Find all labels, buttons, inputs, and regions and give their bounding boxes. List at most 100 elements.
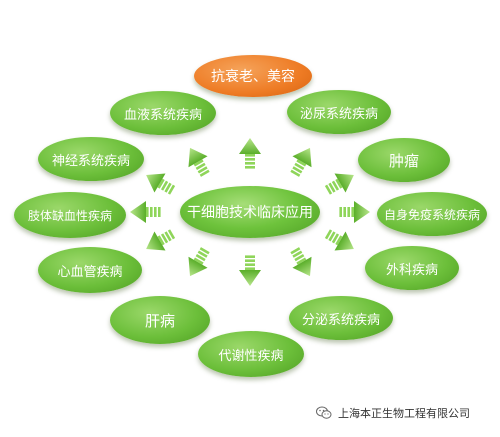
arrow-head (239, 270, 261, 286)
arrow-stripe (245, 267, 255, 270)
node-urinary-label: 泌尿系统疾病 (299, 106, 378, 122)
arrow-surgical (324, 229, 354, 251)
arrow-immune (339, 201, 370, 223)
node-immune-label: 自身免疫系统疾病 (383, 207, 480, 222)
arrow-stripe (290, 169, 301, 177)
node-liver-label: 肝病 (144, 311, 175, 330)
node-urinary: 泌尿系统疾病 (287, 90, 391, 134)
arrow-stripe (331, 180, 340, 191)
arrow-stripe (292, 166, 303, 174)
arrow-stripe (328, 182, 336, 193)
node-blood-label: 血液系统疾病 (123, 107, 202, 123)
node-nervous-label: 神经系统疾病 (51, 153, 130, 169)
node-liver: 肝病 (110, 296, 210, 344)
node-anti-aging: 抗衰老、美容 (194, 55, 312, 97)
wechat-icon (316, 406, 332, 419)
arrow-head (146, 231, 166, 251)
arrow-tumor (324, 173, 354, 195)
arrow-stripe (199, 247, 210, 255)
node-blood: 血液系统疾病 (110, 91, 216, 135)
arrow-stripe (157, 235, 165, 246)
footer-watermark: 上海本正生物工程有限公司 (316, 405, 470, 421)
arrow-stripe (343, 207, 346, 217)
node-endocrine-label: 分泌系统疾病 (301, 312, 380, 328)
arrow-stripe (195, 254, 206, 262)
arrow-cardio (146, 229, 176, 251)
node-limb-ischemia-label: 肢体缺血性疾病 (27, 208, 112, 223)
node-metabolic: 代谢性疾病 (198, 331, 304, 377)
arrow-stripe (245, 162, 255, 165)
arrow-head (292, 256, 312, 277)
arrow-stripe (160, 233, 169, 244)
arrow-stripe (197, 250, 208, 258)
arrow-head (334, 173, 354, 193)
center-node: 干细胞技术临床应用 (180, 186, 320, 238)
arrow-stripe (154, 207, 157, 217)
arrow-urinary (290, 147, 312, 177)
arrow-head (239, 138, 261, 154)
arrow-stripe (339, 207, 342, 217)
arrow-stripe (160, 180, 169, 191)
arrow-head (130, 201, 146, 223)
arrow-stripe (245, 255, 255, 258)
node-surgical: 外科疾病 (365, 246, 459, 290)
arrow-stripe (292, 250, 303, 258)
arrow-stripe (164, 182, 172, 193)
arrow-stripe (294, 162, 305, 170)
arrow-stripe (296, 257, 307, 265)
arrow-stripe (335, 235, 343, 246)
arrow-nervous (146, 173, 176, 195)
node-tumor-label: 肿瘤 (388, 151, 419, 170)
arrow-limb-ischemia (130, 201, 161, 223)
node-metabolic-label: 代谢性疾病 (218, 348, 284, 364)
node-surgical-label: 外科疾病 (385, 262, 438, 278)
arrow-stripe (290, 247, 301, 255)
arrow-stripe (164, 231, 172, 242)
arrow-stripe (167, 229, 176, 240)
arrow-head (292, 147, 312, 168)
arrow-stripe (197, 166, 208, 174)
arrow-stripe (294, 254, 305, 262)
arrow-stripe (347, 207, 350, 217)
arrow-liver (188, 247, 210, 277)
arrow-stripe (324, 184, 333, 195)
arrow-stripe (335, 178, 343, 189)
arrow-stripe (193, 159, 204, 167)
node-cardio-label: 心血管疾病 (57, 264, 123, 280)
arrow-stripe (328, 231, 336, 242)
arrow-stripe (157, 178, 165, 189)
arrow-stripe (199, 169, 210, 177)
node-limb-ischemia: 肢体缺血性疾病 (14, 192, 126, 238)
node-nervous: 神经系统疾病 (38, 137, 144, 181)
arrow-anti-aging (239, 138, 261, 169)
node-immune: 自身免疫系统疾病 (377, 192, 487, 236)
arrow-stripe (245, 263, 255, 266)
arrow-stripe (195, 162, 206, 170)
center-node-label: 干细胞技术临床应用 (187, 205, 313, 221)
arrow-head (188, 147, 208, 168)
arrow-stripe (331, 233, 340, 244)
arrow-stripe (245, 259, 255, 262)
arrow-endocrine (290, 247, 312, 277)
arrow-stripe (193, 257, 204, 265)
arrow-stripe (296, 159, 307, 167)
arrow-stripe (150, 207, 153, 217)
node-cardio: 心血管疾病 (38, 247, 142, 293)
node-tumor: 肿瘤 (358, 138, 450, 182)
arrow-blood (188, 147, 210, 177)
arrow-head (146, 173, 166, 193)
arrow-stripe (245, 158, 255, 161)
arrow-head (188, 256, 208, 277)
arrow-stripe (245, 166, 255, 169)
footer-company-name: 上海本正生物工程有限公司 (338, 407, 470, 420)
arrow-metabolic (239, 255, 261, 286)
node-endocrine: 分泌系统疾病 (289, 296, 393, 340)
arrow-stripe (324, 229, 333, 240)
arrow-head (354, 201, 370, 223)
arrow-stripe (351, 207, 354, 217)
arrow-head (334, 231, 354, 251)
arrow-stripe (158, 207, 161, 217)
node-anti-aging-label: 抗衰老、美容 (211, 69, 295, 85)
